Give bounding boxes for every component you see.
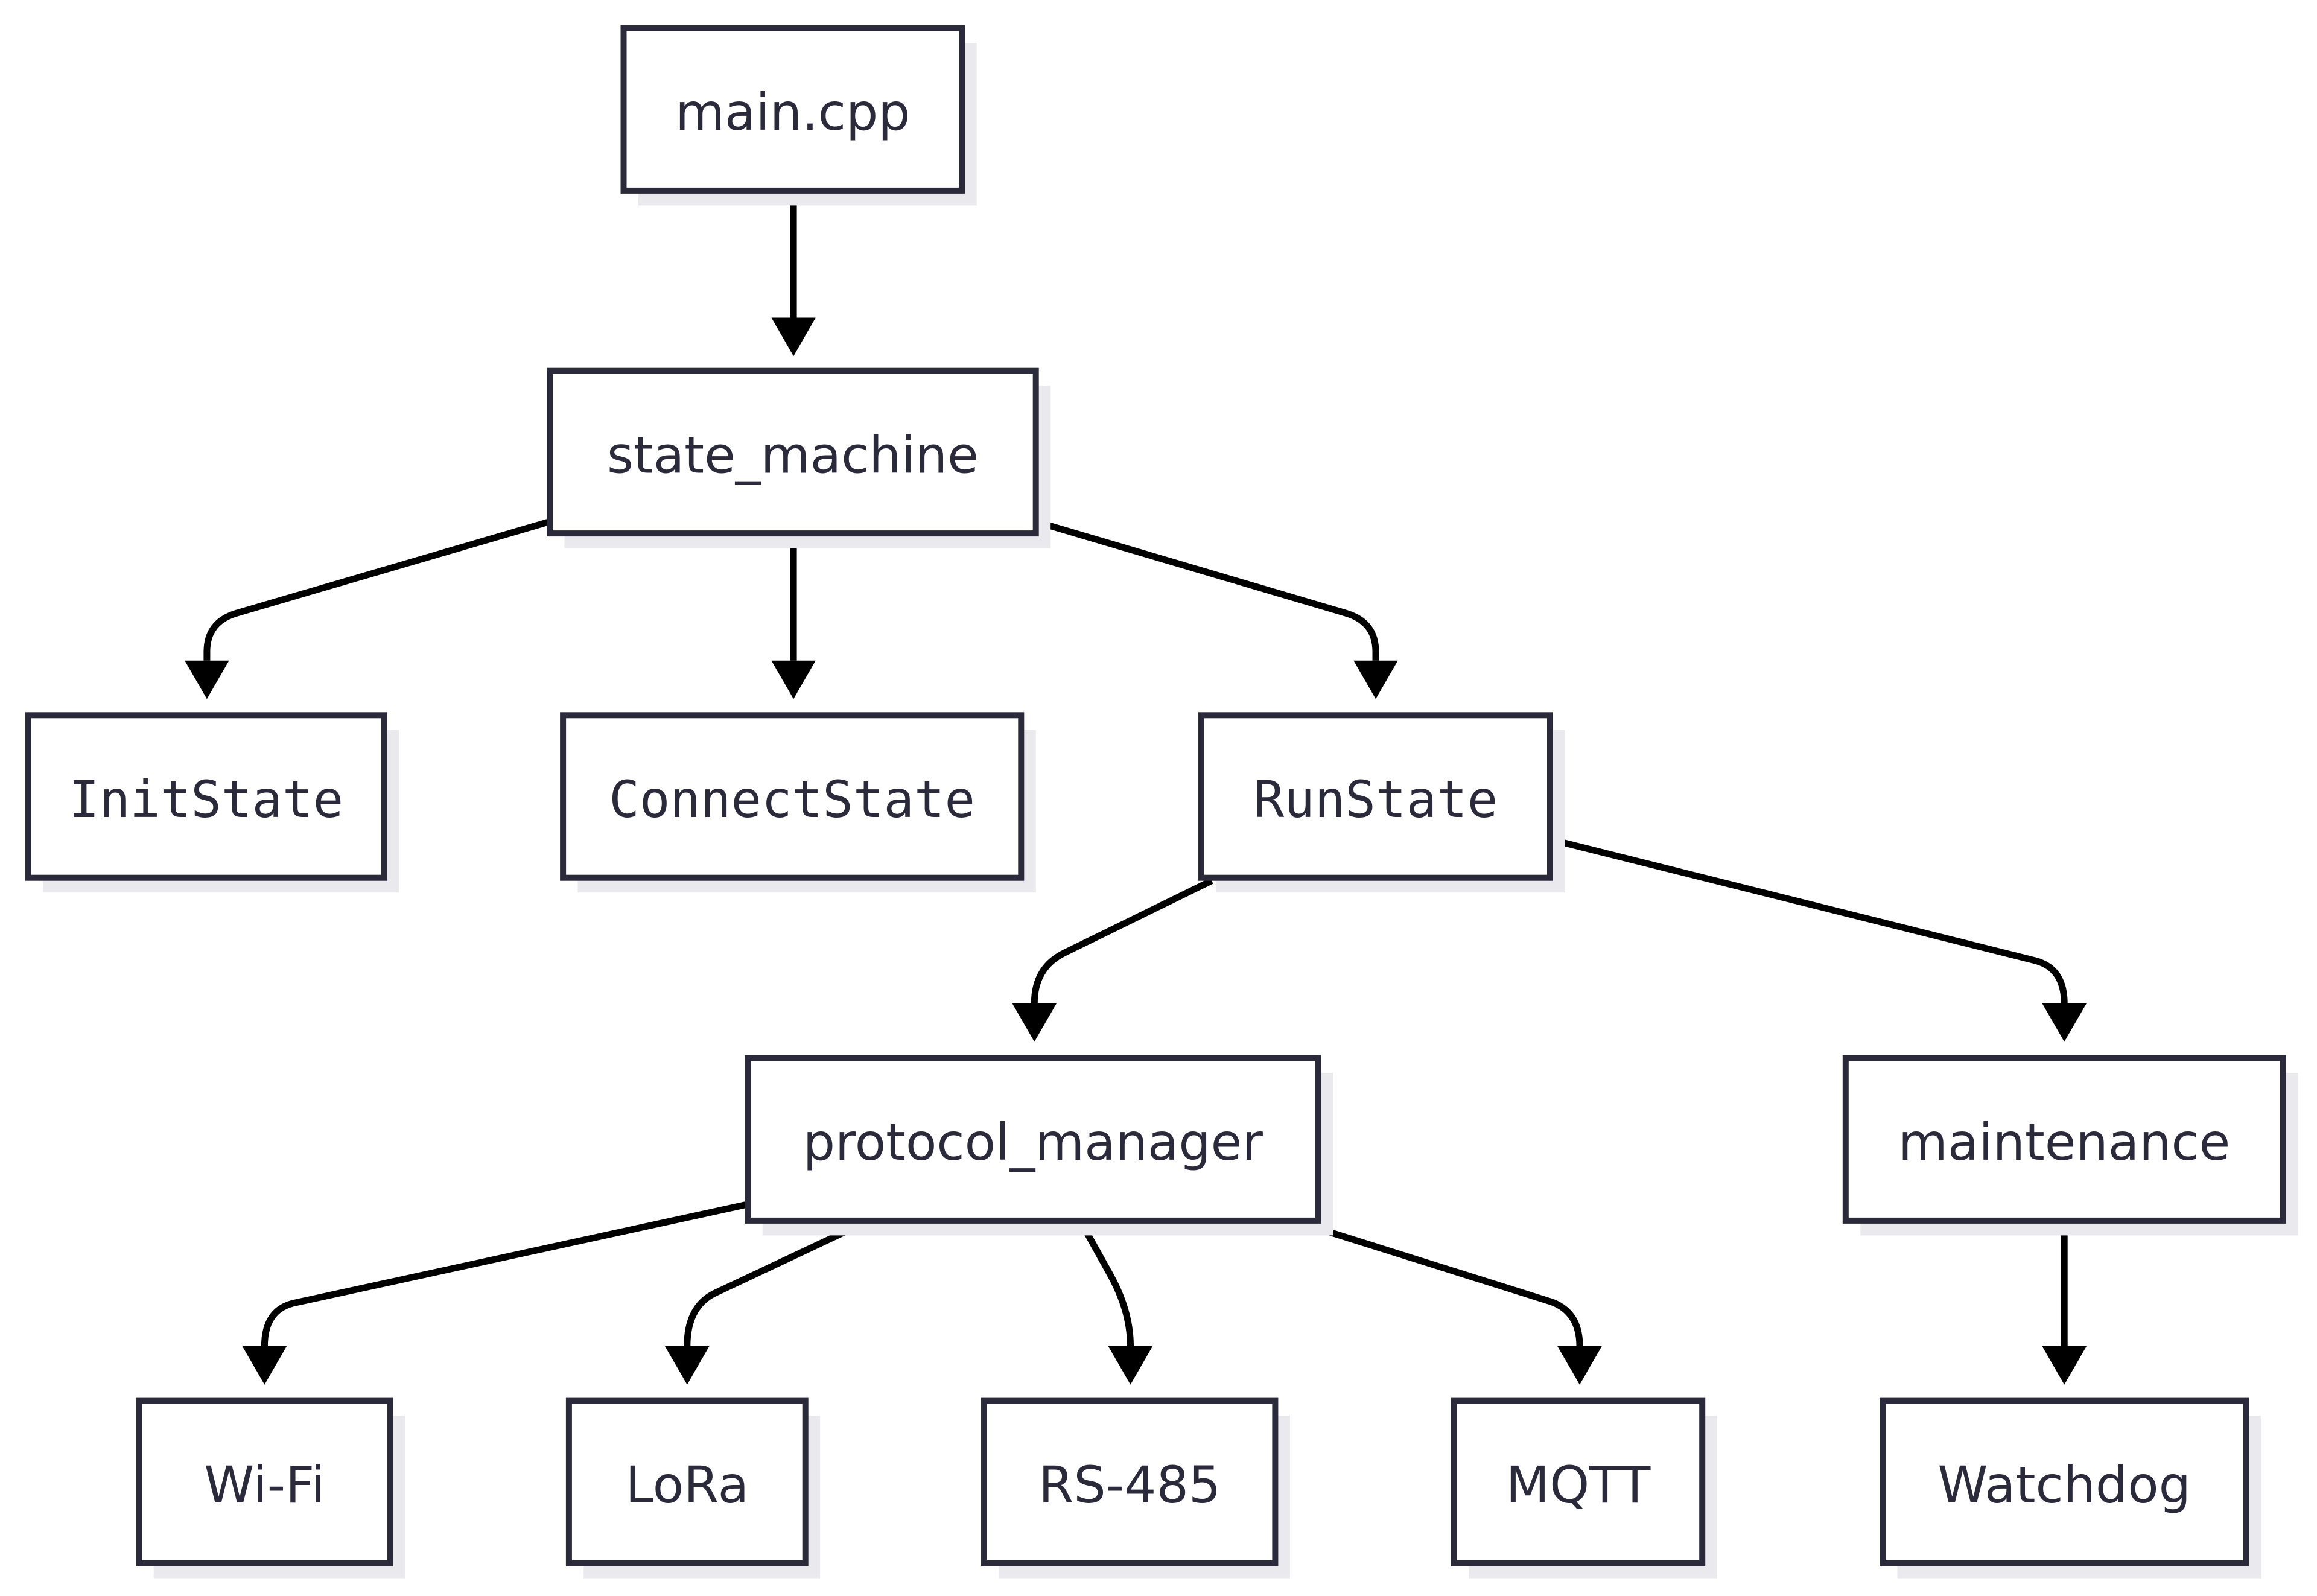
edge-line (1031, 877, 1213, 1003)
node-box (136, 1397, 393, 1567)
edge-line (1549, 836, 2068, 1004)
node-init: InitState (25, 712, 399, 893)
node-box (547, 367, 1039, 537)
node-box (565, 1397, 809, 1567)
node-box (25, 712, 387, 881)
arrow-head-icon (2042, 1003, 2087, 1042)
node-box (620, 25, 965, 194)
arrow-head-icon (1353, 660, 1398, 699)
node-main: main.cpp (620, 25, 977, 206)
node-mqtt: MQTT (1451, 1397, 1717, 1579)
node-box (1198, 712, 1553, 881)
node-label: ConnectState (609, 770, 975, 829)
node-box (1880, 1397, 2249, 1567)
edges-layer (185, 190, 2087, 1385)
node-label: maintenance (1898, 1113, 2230, 1172)
node-state-machine: state_machine (547, 367, 1051, 548)
edge-state_machine-to-init (185, 518, 551, 699)
arrow-head-icon (1557, 1346, 1602, 1385)
edge-maintenance-to-watchdog (2042, 1220, 2087, 1385)
node-label: RunState (1254, 770, 1498, 829)
node-label: MQTT (1506, 1455, 1651, 1515)
edge-line (1077, 1219, 1134, 1347)
arrow-head-icon (1012, 1003, 1057, 1042)
arrow-head-icon (2042, 1346, 2087, 1385)
edge-protocol_manager-to-lora (665, 1217, 871, 1385)
node-run: RunState (1198, 712, 1565, 893)
node-watchdog: Watchdog (1880, 1397, 2261, 1579)
edge-protocol_manager-to-wifi (242, 1201, 749, 1385)
edge-state_machine-to-connect (771, 533, 816, 699)
edge-main-to-state_machine (771, 190, 816, 357)
arrow-head-icon (665, 1346, 710, 1385)
node-connect: ConnectState (560, 712, 1036, 893)
edge-line (203, 518, 551, 661)
arrow-head-icon (771, 660, 816, 699)
node-label: Wi-Fi (204, 1455, 325, 1515)
edge-protocol_manager-to-rs485 (1077, 1219, 1153, 1385)
node-label: main.cpp (675, 83, 910, 142)
node-label: state_machine (607, 425, 979, 485)
node-label: RS-485 (1038, 1455, 1221, 1515)
node-maintenance: maintenance (1842, 1055, 2298, 1236)
arrow-head-icon (242, 1346, 287, 1385)
edge-line (684, 1217, 871, 1347)
node-rs485: RS-485 (981, 1397, 1290, 1579)
node-box (1842, 1055, 2286, 1224)
arrow-head-icon (771, 317, 816, 357)
edge-line (1035, 518, 1379, 661)
node-label: InitState (69, 770, 343, 829)
edge-run-to-protocol_manager (1012, 877, 1213, 1042)
node-label: LoRa (625, 1455, 749, 1515)
edge-run-to-maintenance (1549, 836, 2087, 1042)
node-wifi: Wi-Fi (136, 1397, 405, 1579)
node-protocol-manager: protocol_manager (745, 1055, 1333, 1236)
edge-protocol_manager-to-mqtt (1292, 1217, 1602, 1385)
node-label: protocol_manager (803, 1113, 1263, 1172)
edge-line (261, 1201, 749, 1347)
edge-line (1292, 1217, 1583, 1347)
arrow-head-icon (185, 660, 229, 699)
node-box (1451, 1397, 1706, 1567)
node-box (560, 712, 1025, 881)
node-label: Watchdog (1937, 1455, 2191, 1515)
arrow-head-icon (1108, 1346, 1153, 1385)
node-box (745, 1055, 1321, 1224)
node-box (981, 1397, 1279, 1567)
edge-state_machine-to-run (1035, 518, 1398, 699)
node-lora: LoRa (565, 1397, 821, 1579)
